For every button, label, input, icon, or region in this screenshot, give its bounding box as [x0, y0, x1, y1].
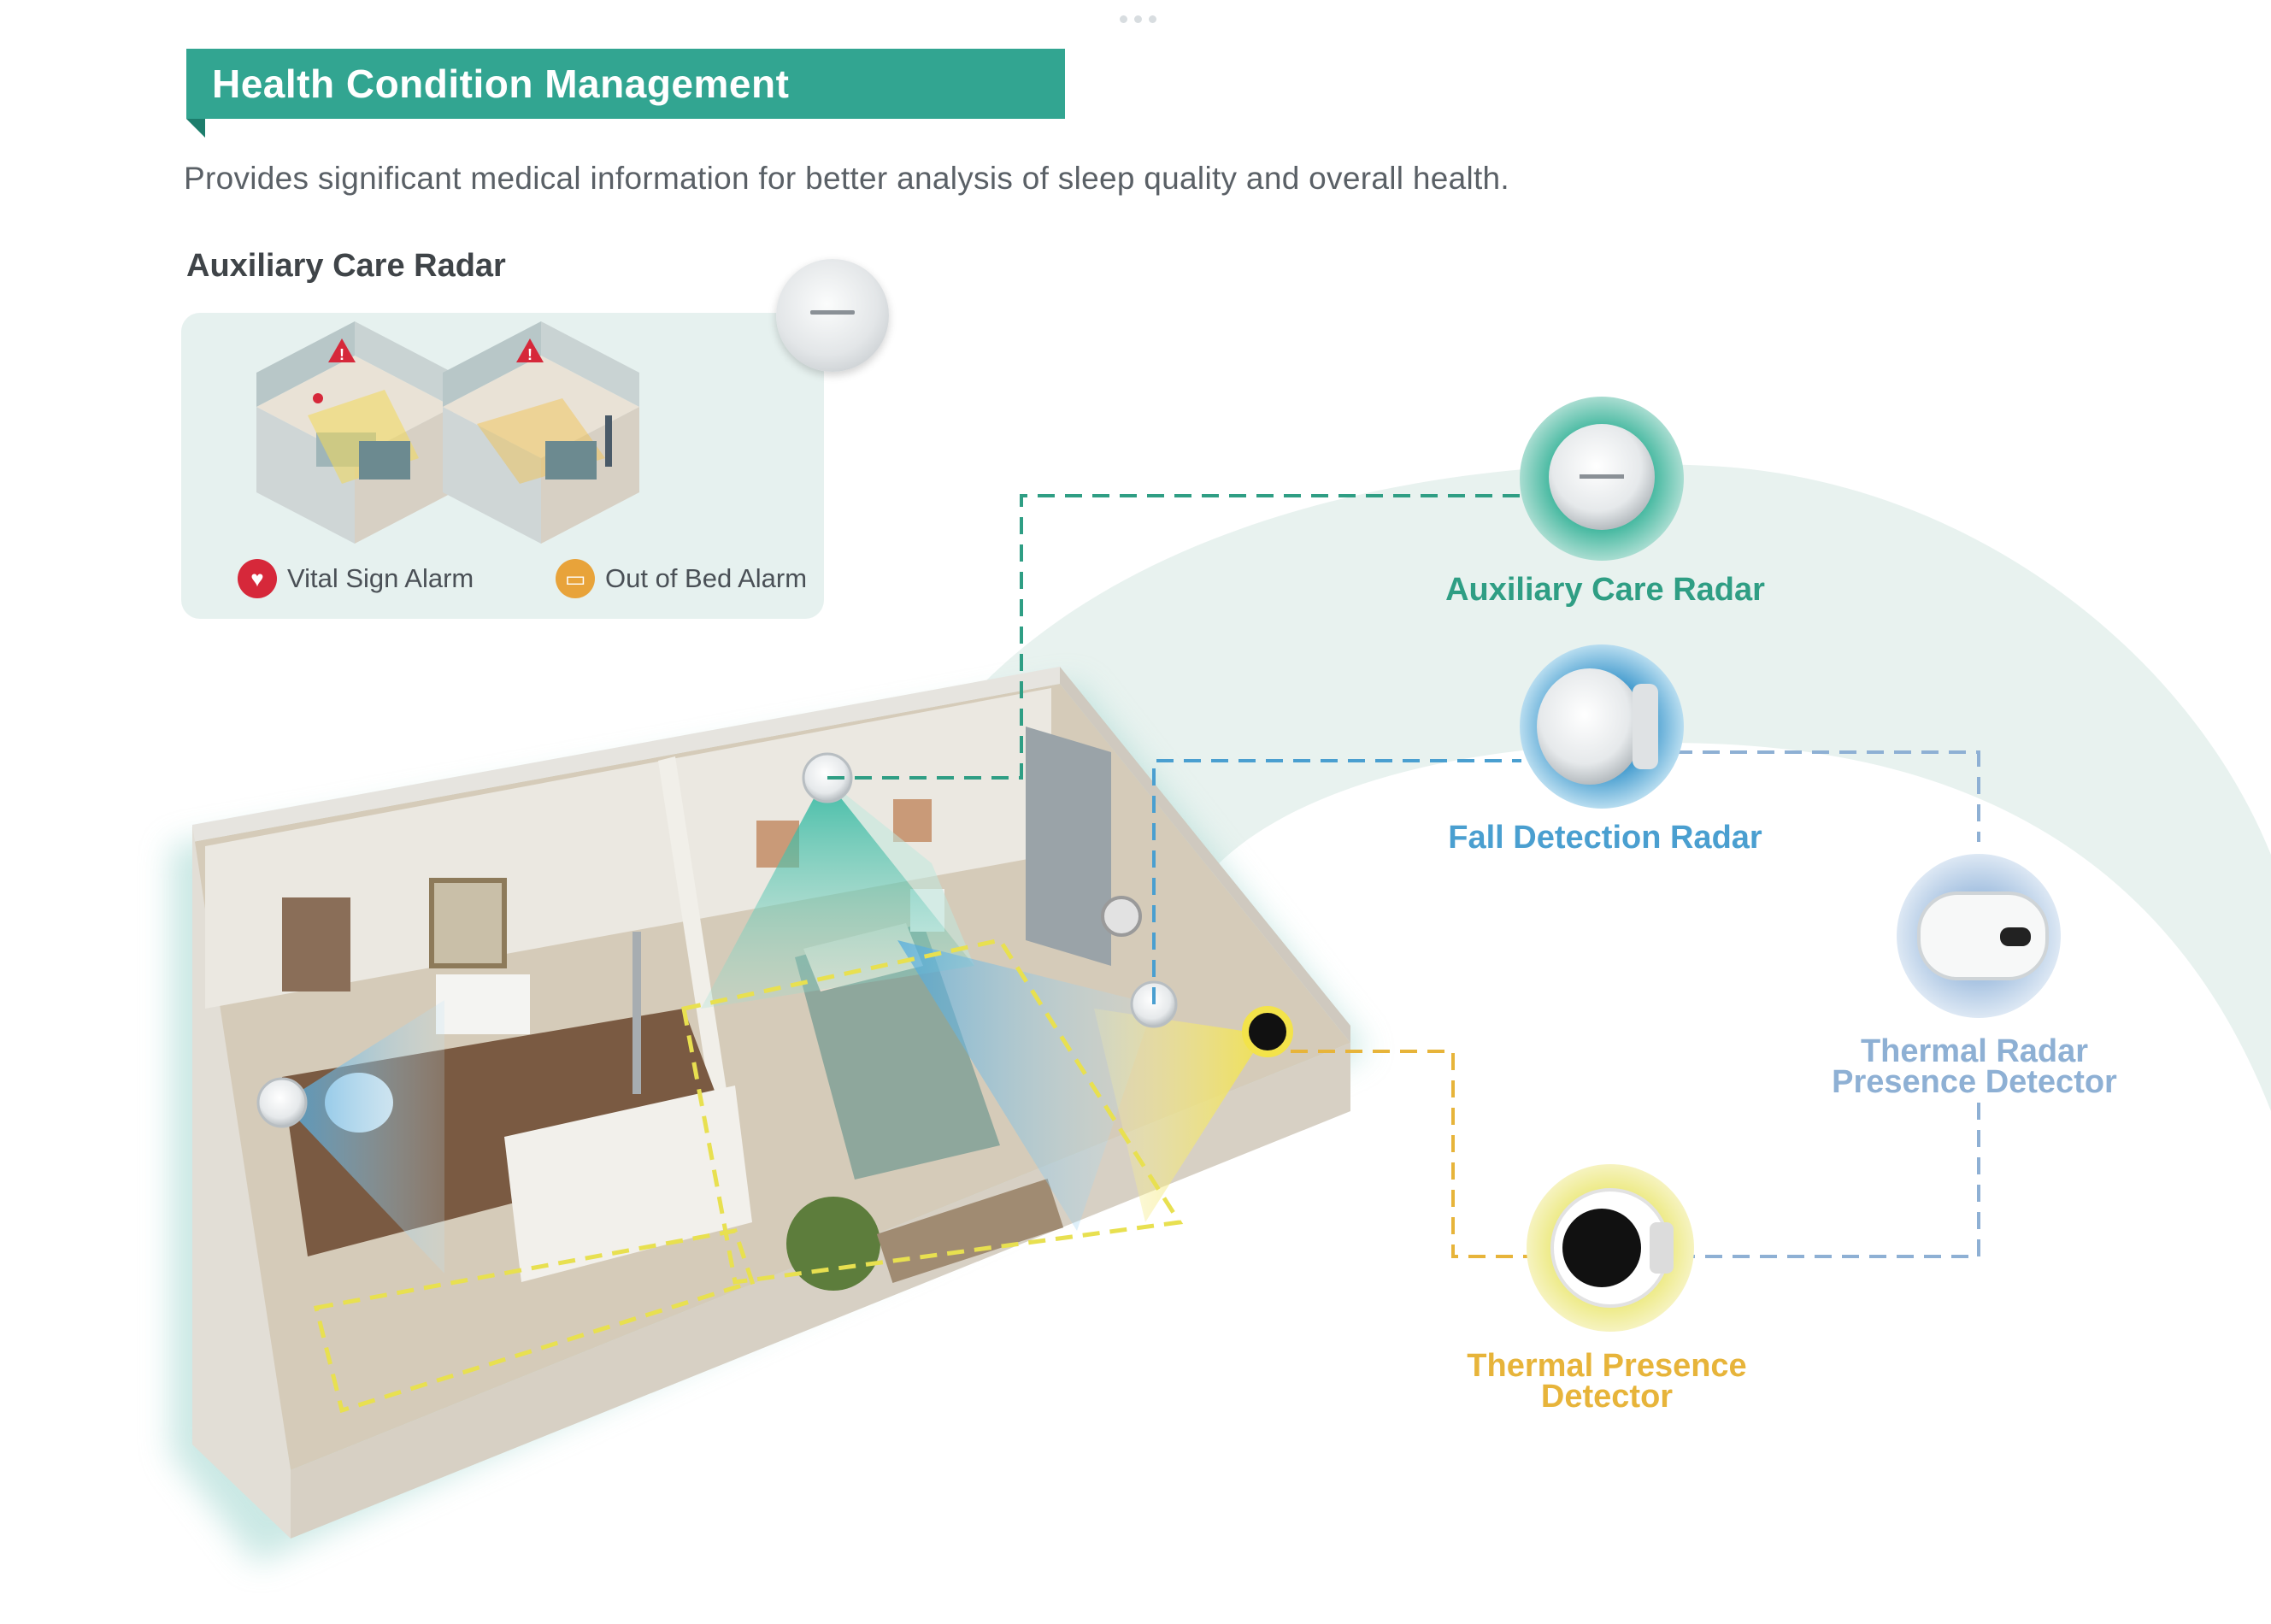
painting: [893, 799, 932, 842]
warning-icon: !: [328, 338, 356, 363]
connector-thermal-radar: [1684, 1103, 1980, 1258]
label-thermal-radar-presence: Thermal Radar Presence Detector: [1761, 1033, 2188, 1100]
alarm-label: Vital Sign Alarm: [287, 563, 474, 593]
coverage-cone-blue: [282, 1000, 444, 1274]
coverage-cone-yellow: [1094, 1009, 1265, 1222]
coverage-cone-teal-light: [825, 778, 974, 966]
window-curtain: [1026, 727, 1111, 966]
page-subtitle: Provides significant medical information…: [184, 161, 1510, 196]
label-line: Thermal Presence: [1467, 1348, 1747, 1384]
svg-text:!: !: [527, 346, 532, 363]
svg-text:!: !: [339, 346, 344, 363]
room-illustration-vital: [256, 321, 453, 544]
monitored-zone-bath: [313, 1228, 756, 1414]
plant: [786, 1197, 880, 1291]
alarm-label: Out of Bed Alarm: [605, 563, 808, 593]
fall-radar-mounted-bath: [256, 1077, 308, 1128]
room-illustrations: ! !: [256, 321, 639, 544]
label-line: Presence Detector: [1832, 1064, 2117, 1100]
aux-care-radar-device: [776, 259, 889, 372]
warning-icon: !: [516, 338, 544, 363]
room-wall-back: [192, 667, 1060, 842]
label-thermal-presence: Thermal Presence Detector: [1402, 1348, 1812, 1415]
bathroom-half-wall: [504, 1086, 752, 1282]
cabinet: [282, 897, 350, 991]
aux-care-panel: ! ! ♥ Vital Sign Alarm ▭: [181, 313, 824, 619]
label-fall-detection-radar: Fall Detection Radar: [1448, 820, 1762, 856]
connector-thermal: [1291, 1050, 1539, 1258]
background-arc: [983, 464, 2271, 1111]
connector-aux: [827, 494, 1521, 780]
sink: [436, 974, 530, 1034]
alarm-vital-sign: ♥ Vital Sign Alarm: [238, 559, 474, 598]
label-aux-care-radar: Auxiliary Care Radar: [1445, 572, 1765, 608]
aux-panel-heading: Auxiliary Care Radar: [186, 248, 506, 284]
window-dots[interactable]: [1120, 15, 1156, 23]
room-wall-right: [1060, 667, 1350, 1043]
label-line: Detector: [1540, 1379, 1674, 1415]
thermal-detector-mounted: [1242, 1006, 1293, 1057]
bed-icon: ▭: [556, 559, 595, 598]
page-title: Health Condition Management: [186, 49, 1065, 119]
wall-clock: [1101, 896, 1142, 937]
label-line: Thermal Radar: [1860, 1033, 2089, 1069]
connector-fall-thermal: [1675, 750, 1980, 842]
shower-rail: [632, 932, 641, 1094]
alarm-out-of-bed: ▭ Out of Bed Alarm: [556, 559, 807, 598]
heart-pulse-icon: ♥: [238, 559, 277, 598]
monitored-zone-bed: [681, 938, 1184, 1285]
title-banner-tail: [186, 119, 205, 138]
mirror: [429, 878, 507, 968]
room-illustration-bed: [443, 321, 639, 544]
bed: [795, 923, 1000, 1180]
node-thermal-presence-detector: [1527, 1164, 1694, 1332]
bathroom-partition: [658, 756, 735, 1150]
node-thermal-radar-presence-detector: [1897, 854, 2061, 1018]
coverage-cone-blue-2: [897, 940, 1154, 1231]
node-aux-care-radar: [1520, 397, 1684, 561]
node-fall-detection-radar: [1520, 644, 1684, 809]
